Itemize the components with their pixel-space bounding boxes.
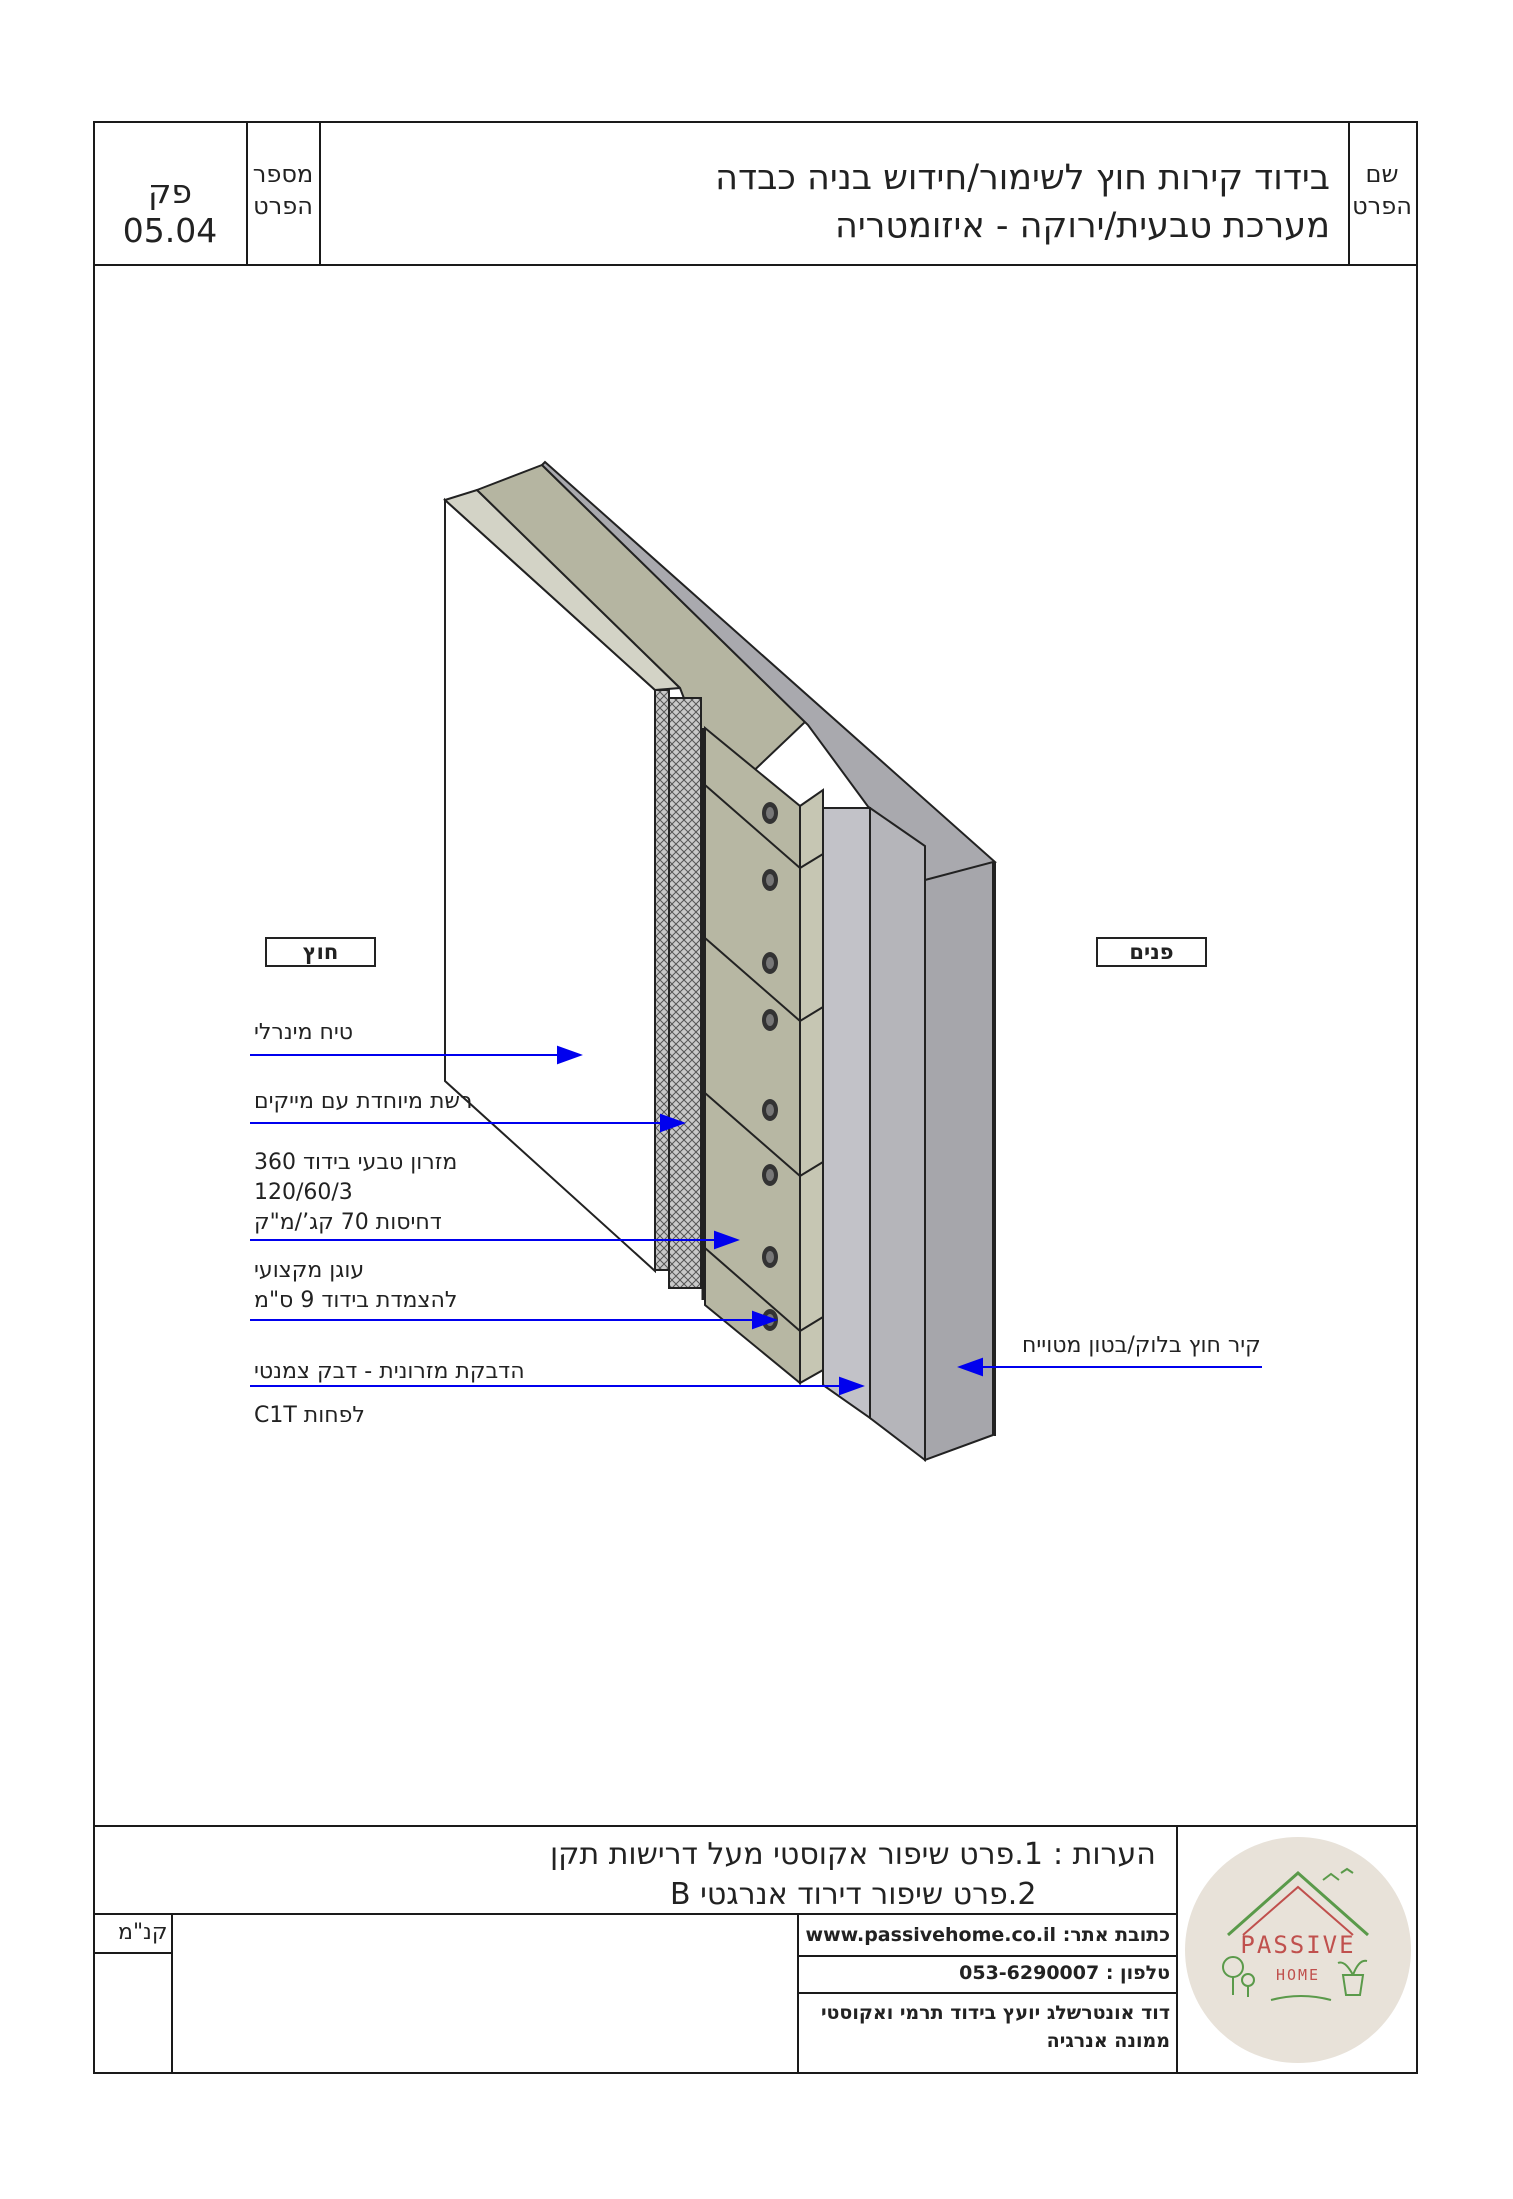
phone-label: טלפון : xyxy=(1105,1962,1170,1984)
scale-label: קנ"מ xyxy=(118,1920,168,1945)
label-mesh: רשת מיוחדת עם מייקים xyxy=(254,1089,473,1114)
label-adhesive: הדבקת מזרונית - דבק צמנטי לפחות C1T xyxy=(254,1359,525,1428)
titleblock-logo-sep xyxy=(1176,1825,1178,2074)
titleblock-top-line xyxy=(93,1825,1418,1827)
drawing-frame xyxy=(93,121,1418,2074)
phone-row: טלפון : 053-6290007 xyxy=(805,1962,1170,1984)
logo-word-passive: PASSIVE xyxy=(1240,1931,1355,1959)
notes-label: הערות : xyxy=(1053,1837,1156,1872)
mesh-layer-2 xyxy=(668,697,702,1289)
contact-row-line-2 xyxy=(797,1992,1178,1994)
inner-render xyxy=(869,806,926,1463)
logo-word-home: HOME xyxy=(1276,1966,1320,1984)
outside-tag: חוץ xyxy=(265,937,376,967)
wall-side xyxy=(924,860,994,1462)
website-link[interactable]: www.passivehome.co.il xyxy=(805,1924,1057,1946)
note-2: 2.פרט שיפור דירוד אנרגטי B xyxy=(670,1877,1037,1912)
detail-title: בידוד קירות חוץ לשימור/חידוש בניה כבדה מ… xyxy=(715,158,1330,246)
titleblock-scale-line xyxy=(93,1952,171,1954)
header-sep-number-label xyxy=(246,121,248,266)
label-mattress: מזרון טבעי בידוד 360 120/60/3 דחיסות 70 … xyxy=(254,1150,458,1235)
label-wall: קיר חוץ בלוק/בטון מטוייח xyxy=(1022,1333,1261,1358)
header-divider xyxy=(93,264,1418,266)
website-label: כתובת אתר: xyxy=(1062,1924,1170,1946)
name-label: שם הפרט xyxy=(1352,160,1412,220)
contact-row-line-1 xyxy=(797,1955,1178,1957)
mesh-layer-1 xyxy=(654,689,670,1271)
adhesive-layer xyxy=(822,807,871,1420)
header-sep-title xyxy=(319,121,321,266)
titleblock-mid-line xyxy=(93,1913,1178,1915)
insulation-top xyxy=(475,463,807,802)
note-1: 1.פרט שיפור אקוסטי מעל דרישות תקן xyxy=(550,1837,1043,1872)
website-row: כתובת אתר: www.passivehome.co.il xyxy=(805,1924,1170,1946)
inside-tag: פנים xyxy=(1096,937,1207,967)
consultant-name: דוד אונטרשלג יועץ בידוד תרמי ואקוסטי ממו… xyxy=(820,2002,1170,2052)
titleblock-scale-sep xyxy=(171,1913,173,2074)
detail-number: פק 05.04 xyxy=(122,172,218,250)
number-label: מספר הפרט xyxy=(252,160,314,220)
passive-home-logo: PASSIVE HOME xyxy=(1185,1837,1411,2063)
insulation-boards xyxy=(704,725,824,1386)
header-sep-name xyxy=(1348,121,1350,266)
phone-number: 053-6290007 xyxy=(959,1962,1100,1984)
leader-arrows xyxy=(250,1045,1262,1396)
label-anchor: עוגן מקצועי להצמדת בידוד 9 ס"מ xyxy=(254,1258,458,1313)
label-mineral-plaster: טיח מינרלי xyxy=(254,1020,354,1045)
